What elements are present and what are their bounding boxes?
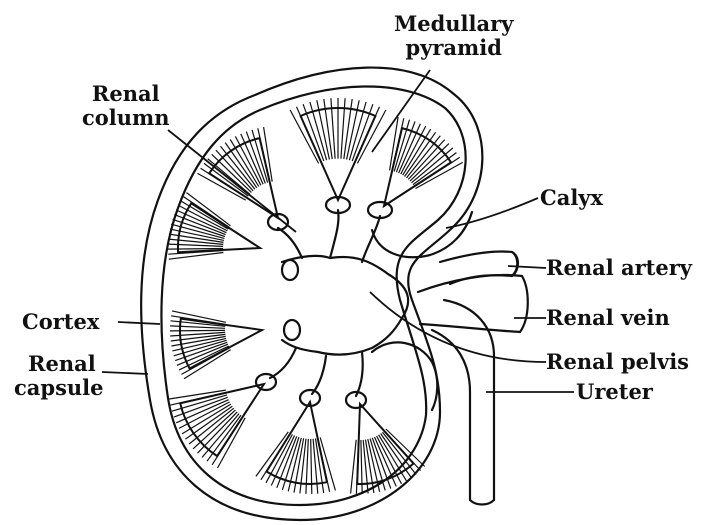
label-renal-column: Renal column <box>82 82 170 130</box>
label-renal-vein: Renal vein <box>546 306 670 330</box>
label-calyx: Calyx <box>540 186 603 210</box>
label-renal-pelvis: Renal pelvis <box>546 350 689 374</box>
pyramid-striation <box>300 439 306 494</box>
pyramid-striation <box>361 440 362 494</box>
pyramid-striation <box>170 330 225 331</box>
label-cortex: Cortex <box>22 310 99 334</box>
pyramid-striation <box>168 249 223 250</box>
pyramid-striation <box>168 244 223 246</box>
label-renal-artery: Renal artery <box>546 256 692 280</box>
pyramid-striation <box>297 107 322 162</box>
medullary-pyramids <box>168 98 463 494</box>
pyramid-striation <box>355 107 380 162</box>
label-renal-capsule: Renal capsule <box>14 352 104 400</box>
renal-artery-vessel <box>440 251 518 284</box>
label-medullary-pyramid: Medullary pyramid <box>394 12 513 60</box>
kidney-outer-capsule <box>141 68 482 520</box>
pyramid-striation <box>311 439 312 494</box>
renal-sinus <box>372 212 472 257</box>
pyramid-striation <box>351 440 357 494</box>
renal-pelvis <box>282 256 408 355</box>
pyramid-striation <box>218 418 246 468</box>
pyramid-striation <box>170 326 225 328</box>
pyramid-striation <box>168 239 223 244</box>
renal-vein-vessel <box>418 275 528 332</box>
pyramid-striation <box>261 433 290 480</box>
pyramid-striation <box>306 439 308 494</box>
pyramid-striation <box>416 162 463 188</box>
label-ureter: Ureter <box>576 380 653 404</box>
